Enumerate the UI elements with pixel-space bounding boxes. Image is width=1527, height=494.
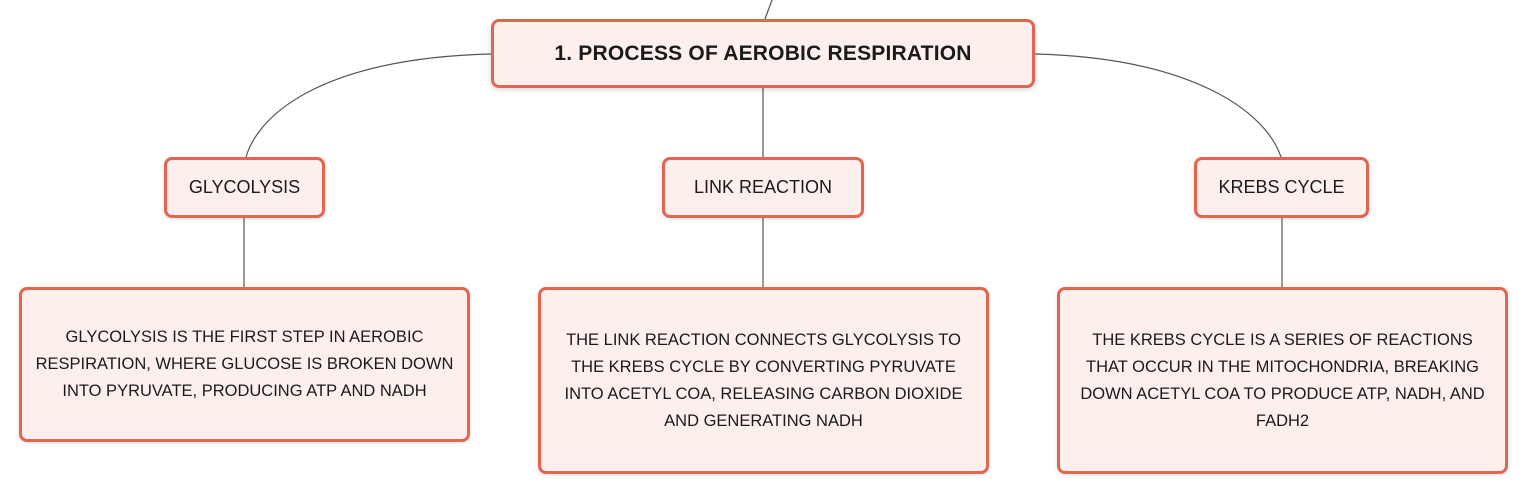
detail-node-text: GLYCOLYSIS IS THE FIRST STEP IN AEROBIC … xyxy=(35,328,454,400)
detail-node-text: THE KREBS CYCLE IS A SERIES OF REACTIONS… xyxy=(1080,330,1485,430)
connector-root-to-krebs-cycle xyxy=(1034,53,1282,158)
topic-node-label: KREBS CYCLE xyxy=(1218,177,1345,197)
topic-node-label: LINK REACTION xyxy=(693,177,833,197)
topic-node-krebs-cycle[interactable]: KREBS CYCLE xyxy=(1194,157,1369,218)
topic-node-glycolysis[interactable]: GLYCOLYSIS xyxy=(164,157,325,218)
detail-node-krebs-cycle[interactable]: THE KREBS CYCLE IS A SERIES OF REACTIONS… xyxy=(1057,287,1508,474)
root-node-label: 1. PROCESS OF AEROBIC RESPIRATION xyxy=(554,41,972,65)
detail-node-text: THE LINK REACTION CONNECTS GLYCOLYSIS TO… xyxy=(564,330,963,430)
root-node[interactable]: 1. PROCESS OF AEROBIC RESPIRATION xyxy=(491,19,1035,88)
detail-node-glycolysis[interactable]: GLYCOLYSIS IS THE FIRST STEP IN AEROBIC … xyxy=(19,287,470,442)
detail-node-link-reaction[interactable]: THE LINK REACTION CONNECTS GLYCOLYSIS TO… xyxy=(538,287,989,474)
topic-node-link-reaction[interactable]: LINK REACTION xyxy=(662,157,864,218)
connector-root-to-glycolysis xyxy=(245,53,492,158)
connector-parent-to-root xyxy=(764,0,773,20)
topic-node-label: GLYCOLYSIS xyxy=(188,177,301,197)
